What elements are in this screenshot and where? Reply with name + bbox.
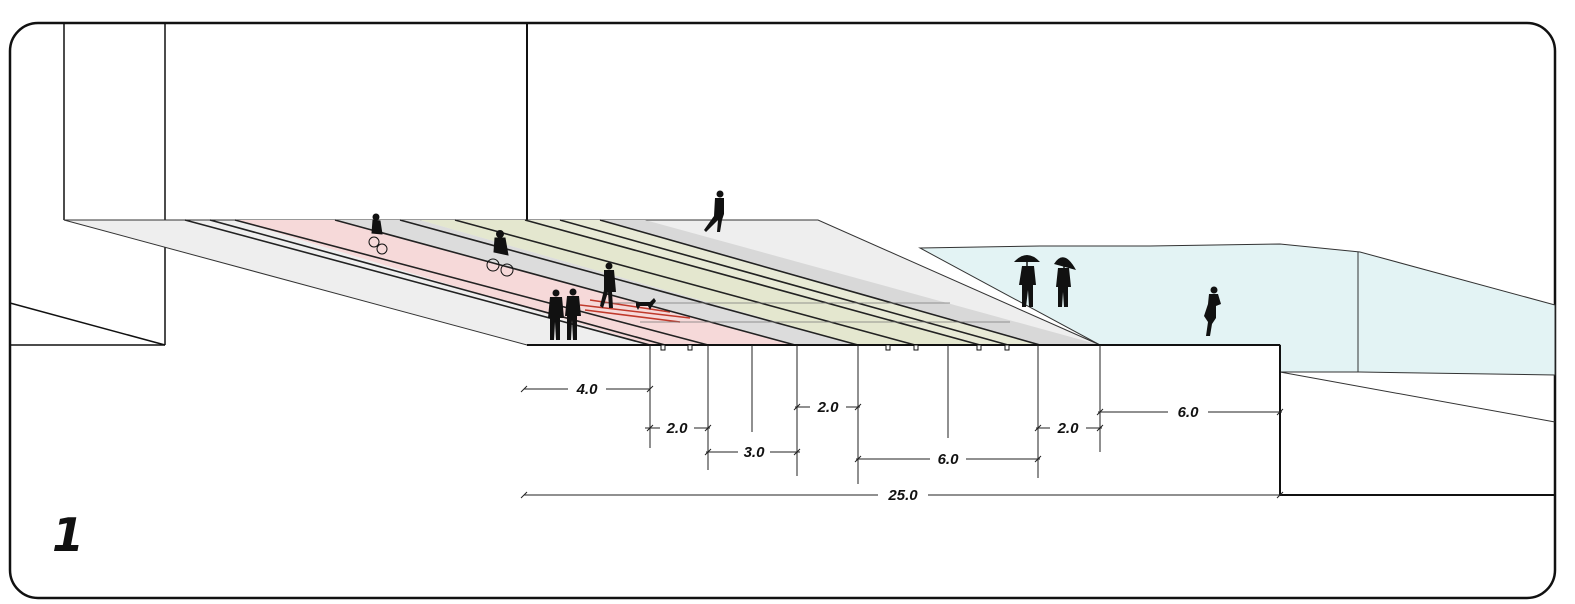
lane-lines (184, 219, 1041, 346)
umbrella-person-icon (1054, 257, 1076, 307)
drain-markers (660, 344, 1010, 351)
pedestrian-icon (565, 288, 581, 340)
pedestrian-icon (548, 289, 564, 340)
dimension-ticks (520, 385, 1284, 499)
umbrella-person-icon (1014, 255, 1040, 307)
lane-grey-2 (600, 220, 1100, 345)
runner-icon (1204, 286, 1221, 336)
dimension-label-3-0: 3.0 (744, 444, 766, 461)
dimension-label-2-0-b: 2.0 (817, 399, 840, 416)
left-building (9, 23, 166, 346)
deck-cross-lines (600, 302, 1010, 323)
dimension-lines (524, 388, 1282, 496)
dimension-label-2-0-c: 2.0 (1057, 420, 1080, 437)
water-bank-line (1279, 371, 1556, 423)
extension-lines (649, 345, 1101, 484)
dimension-label-4-0: 4.0 (576, 381, 599, 398)
panel-number: 1 (52, 508, 84, 562)
dimension-label-6-0-a: 6.0 (938, 451, 960, 468)
dog-icon (636, 298, 656, 310)
cyclist-icon (486, 230, 514, 277)
lane-grey-1 (335, 220, 858, 345)
skater-icon (704, 190, 724, 232)
dimension-label-2-0-a: 2.0 (666, 420, 689, 437)
dimension-label-6-0-b: 6.0 (1178, 404, 1200, 421)
dimension-label-total: 25.0 (887, 487, 918, 504)
pedestrian-icon (600, 262, 616, 308)
cyclist-icon (368, 213, 388, 255)
deck-front-face (527, 344, 1555, 496)
lane-green-1 (420, 220, 980, 345)
